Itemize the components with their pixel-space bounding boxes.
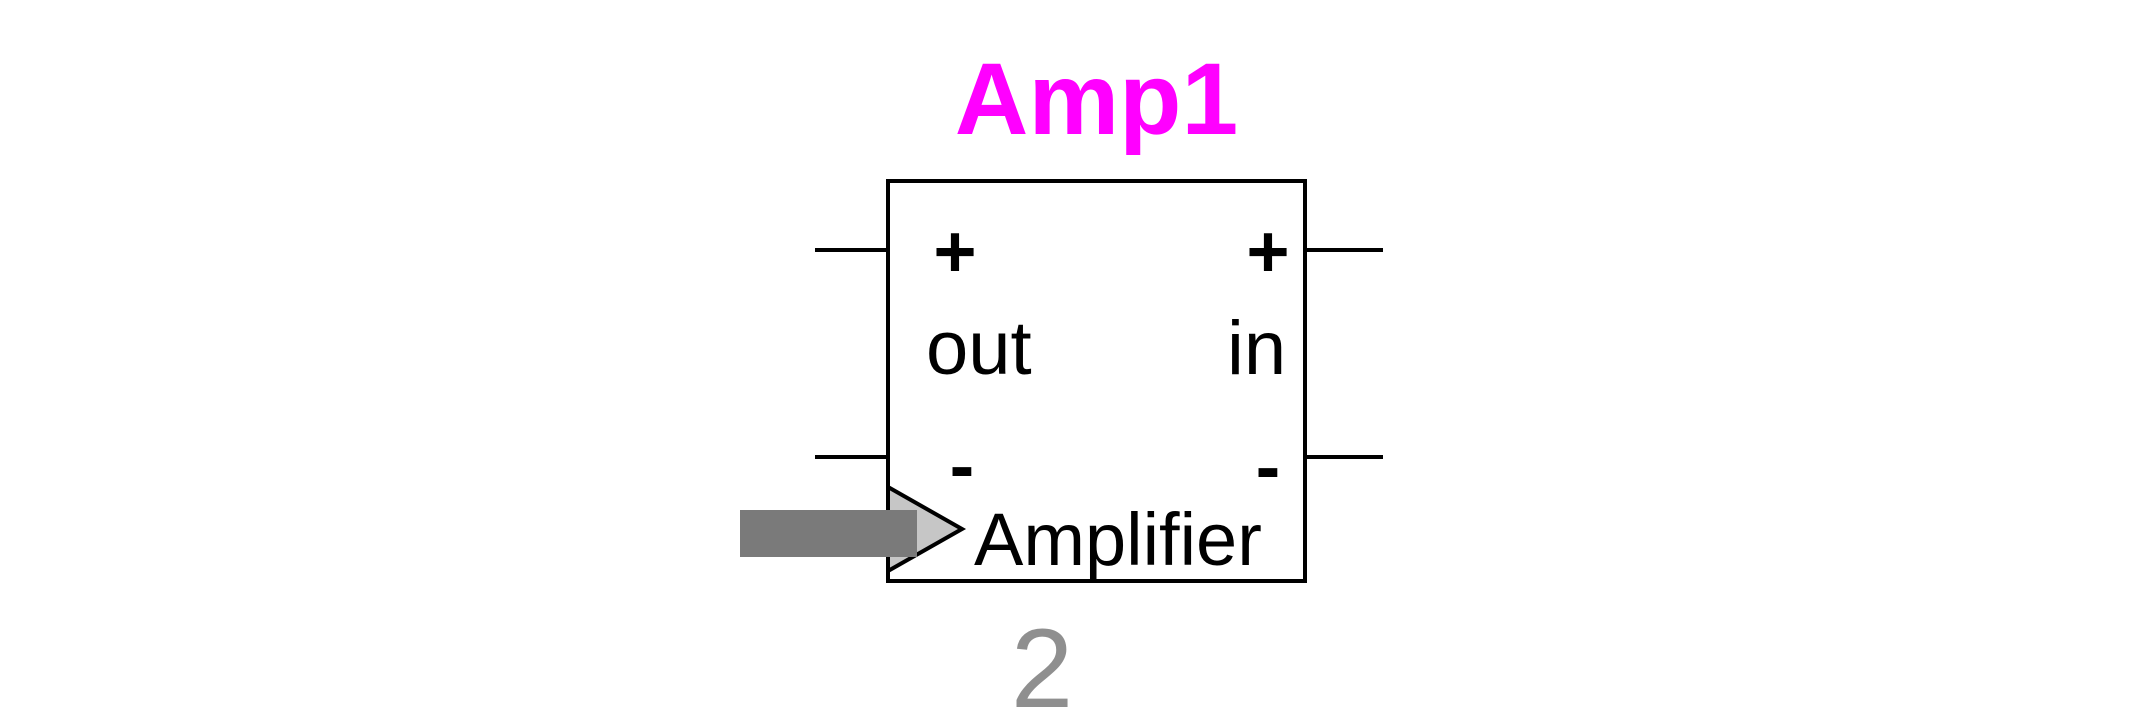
- in-port-label: in: [1227, 306, 1287, 391]
- pin-in-minus[interactable]: [1305, 455, 1383, 459]
- component-index-label: 2: [1010, 606, 1074, 728]
- component-type-label: Amplifier: [974, 498, 1262, 581]
- annotation-arrow-shaft: [740, 510, 917, 557]
- out-minus-sign: -: [949, 424, 975, 507]
- out-port-label: out: [926, 306, 1032, 391]
- component-designator[interactable]: Amp1: [954, 42, 1239, 156]
- out-plus-sign: +: [933, 210, 977, 293]
- pin-out-plus[interactable]: [815, 248, 888, 252]
- in-minus-sign: -: [1255, 425, 1281, 508]
- pin-out-minus[interactable]: [815, 455, 888, 459]
- in-plus-sign: +: [1246, 210, 1290, 293]
- amplifier-body[interactable]: [886, 179, 1307, 583]
- pin-in-plus[interactable]: [1305, 248, 1383, 252]
